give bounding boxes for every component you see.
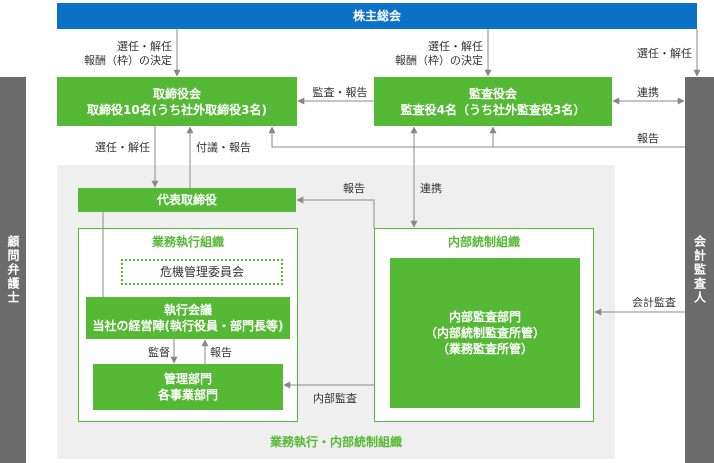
supervision-label: 監督	[148, 346, 170, 359]
representative-director-box: 代表取締役	[78, 188, 296, 212]
audit-dept-line1: 内部監査部門	[448, 310, 521, 324]
executive-meeting-title: 執行会議	[163, 303, 212, 317]
executive-meeting-members: 当社の経営陣(執行役員・部門長等)	[92, 319, 284, 333]
cooperation-label-auditor: 連携	[637, 86, 659, 99]
business-execution-title: 業務執行組織	[151, 235, 224, 249]
accounting-audit-label: 会計監査	[632, 296, 676, 309]
audit-dept-line3: （業務監査所管）	[436, 342, 533, 356]
internal-control-title: 内部統制組織	[447, 235, 520, 249]
audit-board-box: 監査役会 監査役4名（うち社外監査役3名）	[374, 77, 612, 126]
management-depts-line1: 管理部門	[163, 372, 212, 386]
legal-advisor-label: 顧問弁護士	[6, 235, 20, 305]
refer-report-label: 付議・報告	[196, 141, 251, 154]
cooperation-label-internal: 連携	[420, 182, 442, 195]
remuneration-label-audit: 報酬（枠）の決定	[395, 54, 483, 67]
audit-dept-line2: （内部統制監査所管）	[424, 326, 545, 340]
legal-advisor-bar: 顧問弁護士	[0, 77, 26, 463]
audit-board-title: 監査役会	[468, 86, 517, 101]
elect-label-auditor: 選任・解任	[637, 47, 692, 60]
shareholders-meeting-box: 株主総会	[57, 3, 697, 29]
risk-committee-label: 危機管理委員会	[159, 265, 244, 279]
accounting-auditor-bar: 会計監査人	[685, 77, 714, 463]
audit-report-label: 監査・報告	[312, 86, 368, 99]
report-label-internal: 報告	[343, 182, 365, 195]
audit-board-members: 監査役4名（うち社外監査役3名）	[400, 102, 586, 117]
report-label-management: 報告	[210, 346, 232, 359]
outer-region-label: 業務執行・内部統制組織	[269, 435, 402, 449]
board-of-directors-box: 取締役会 取締役10名(うち社外取締役3名)	[57, 77, 297, 126]
management-departments-box: 管理部門 各事業部門	[93, 364, 283, 410]
board-members: 取締役10名(うち社外取締役3名)	[86, 102, 268, 117]
internal-audit-label: 内部監査	[313, 392, 357, 405]
remuneration-label-board: 報酬（枠）の決定	[84, 54, 172, 67]
elect-label-board: 選任・解任	[117, 40, 172, 53]
accounting-auditor-label: 会計監査人	[692, 235, 707, 305]
board-title: 取締役会	[152, 86, 201, 101]
auditor-report-line	[268, 126, 685, 148]
internal-control-report-line	[296, 196, 375, 228]
elect-label-audit: 選任・解任	[428, 40, 483, 53]
risk-committee-box: 危機管理委員会	[121, 259, 283, 285]
internal-audit-department-box: 内部監査部門 （内部統制監査所管） （業務監査所管）	[390, 258, 580, 408]
shareholders-meeting-label: 株主総会	[352, 9, 401, 23]
representative-director-label: 代表取締役	[156, 193, 217, 207]
elect-label-representative: 選任・解任	[95, 141, 150, 154]
executive-meeting-box: 執行会議 当社の経営陣(執行役員・部門長等)	[86, 297, 290, 339]
report-label-auditor: 報告	[637, 132, 659, 145]
management-depts-line2: 各事業部門	[157, 388, 218, 402]
